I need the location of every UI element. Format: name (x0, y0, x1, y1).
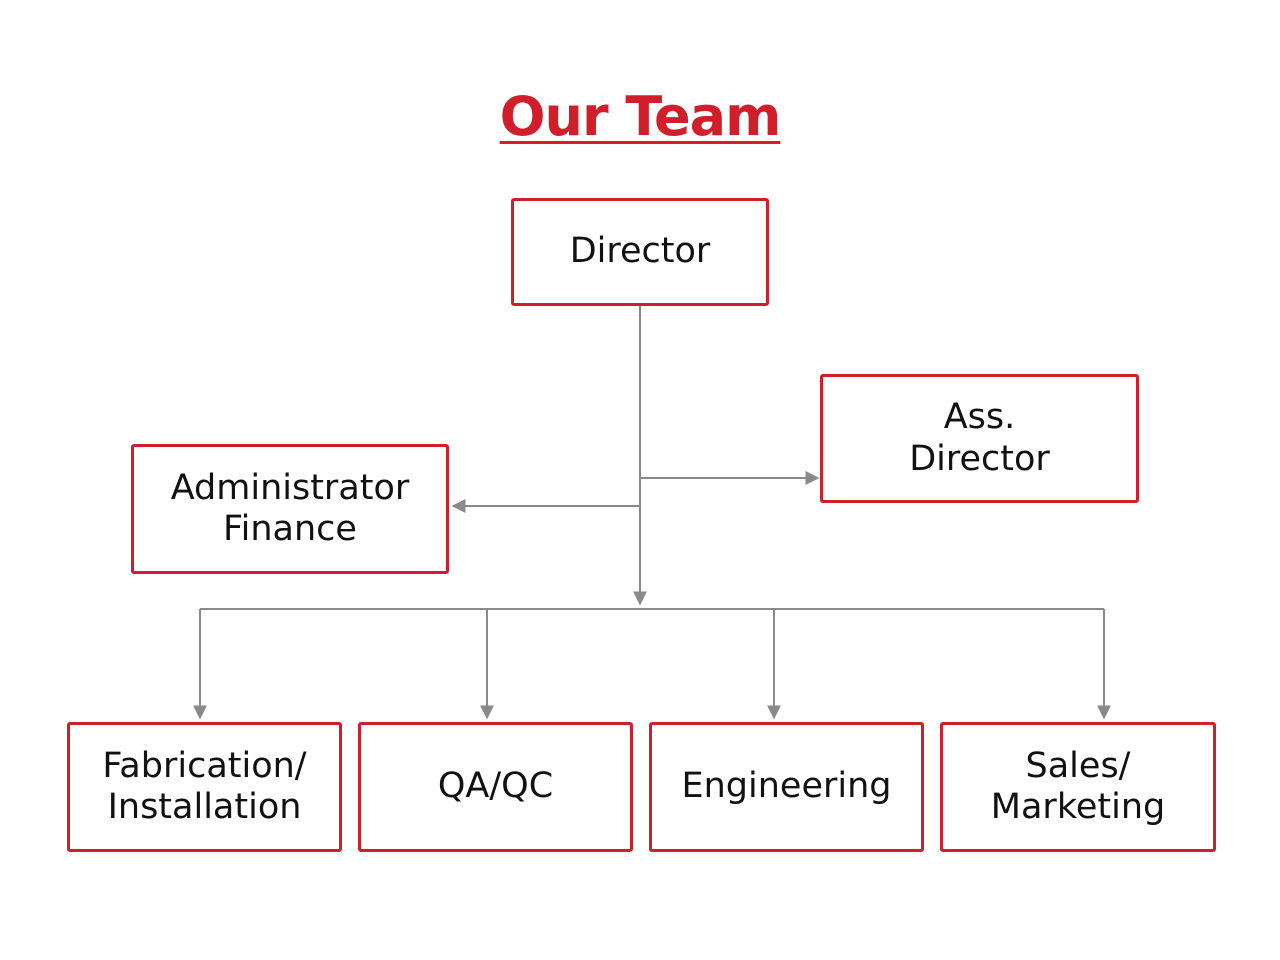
node-administrator-finance: Administrator Finance (131, 444, 449, 574)
node-label-engineering: Engineering (681, 766, 892, 807)
node-label-director: Director (569, 231, 711, 272)
node-label-administrator-finance: Administrator Finance (170, 467, 410, 549)
node-label-assistant-director: Ass. Director (909, 397, 1050, 479)
node-qa-qc: QA/QC (358, 722, 633, 852)
node-label-fabrication-installation: Fabrication/ Installation (102, 745, 307, 827)
title-text: Our Team (499, 85, 782, 148)
node-engineering: Engineering (649, 722, 924, 852)
node-label-sales-marketing: Sales/ Marketing (990, 745, 1166, 827)
node-label-qa-qc: QA/QC (437, 766, 554, 807)
node-fabrication-installation: Fabrication/ Installation (67, 722, 342, 852)
node-sales-marketing: Sales/ Marketing (940, 722, 1216, 852)
node-assistant-director: Ass. Director (820, 374, 1139, 503)
node-director: Director (511, 198, 769, 306)
page-title: Our Team (0, 82, 1280, 152)
